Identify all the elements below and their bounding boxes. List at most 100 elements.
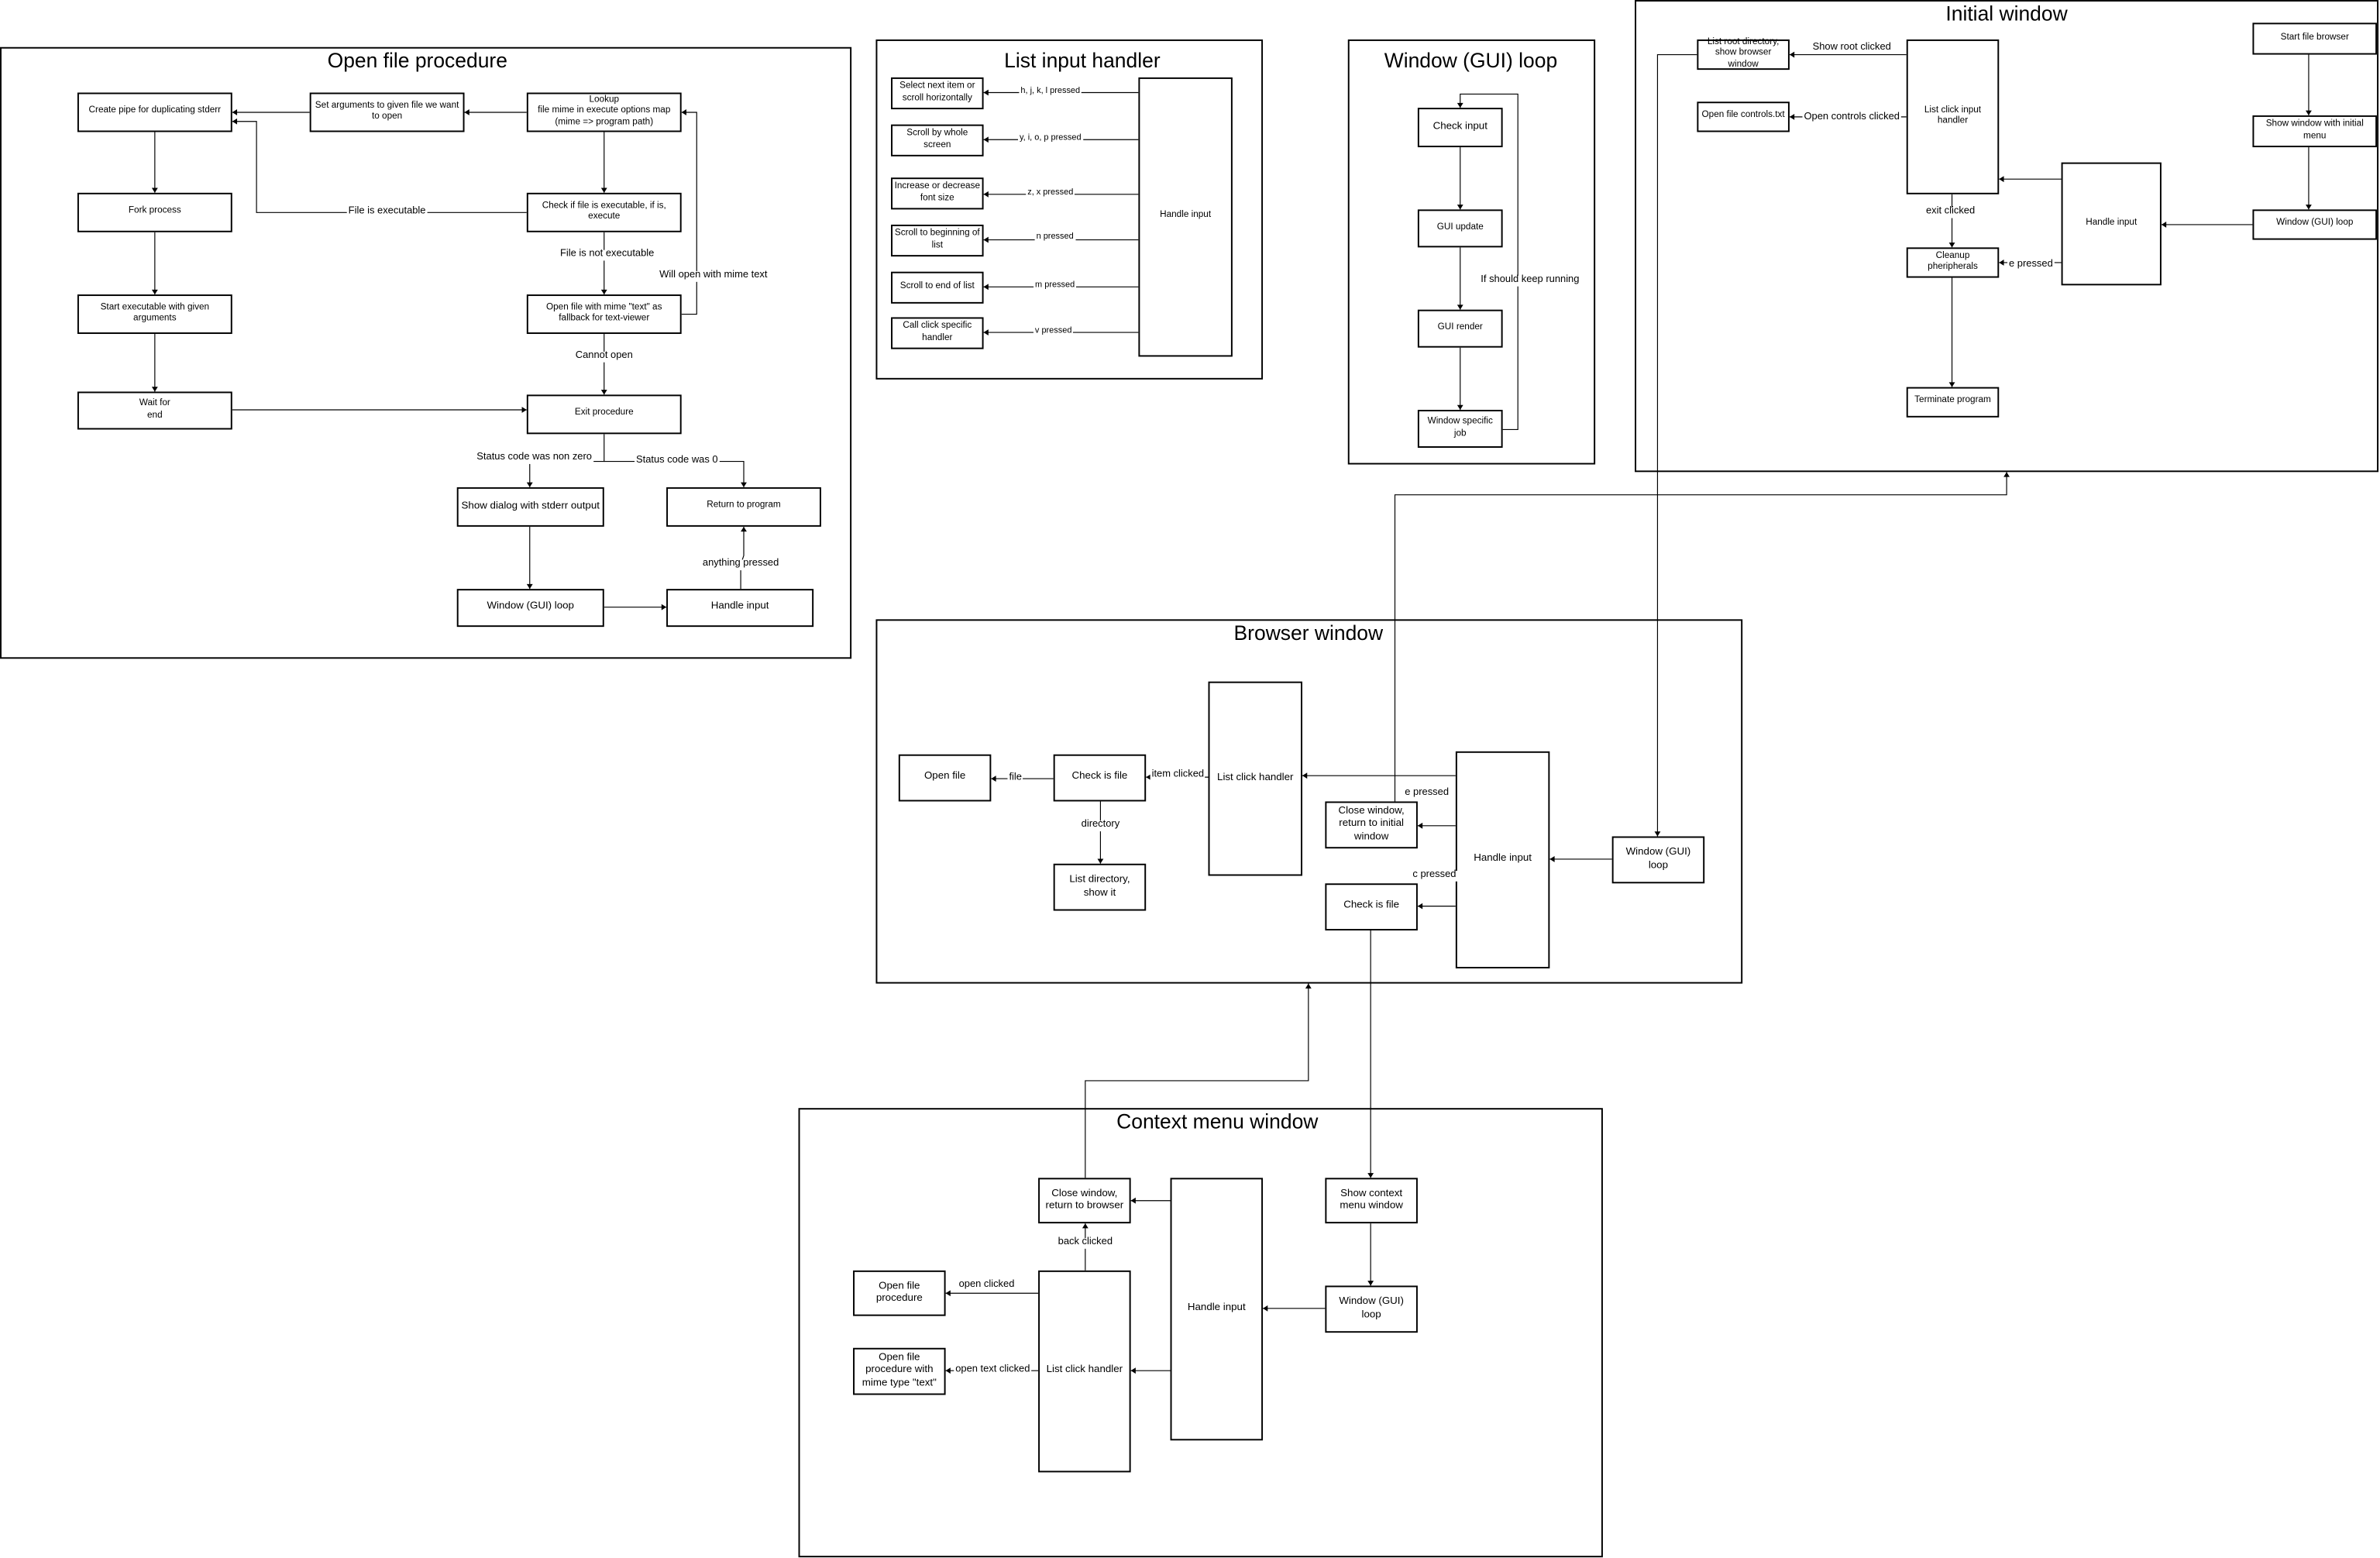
node-open-file-procedure-handle-input: Handle input: [666, 589, 814, 628]
arrowhead-icon: [983, 236, 989, 243]
arrowhead-icon: [521, 407, 527, 413]
arrowhead-icon: [2161, 222, 2167, 228]
edge-label: File is not executable: [559, 248, 656, 260]
node-open-file-procedure-create-pipe: Create pipe for duplicating stderr: [77, 92, 232, 132]
node-open-file-procedure-return: Return to program: [666, 487, 821, 527]
arrowhead-icon: [232, 118, 238, 125]
edge-label: File is executable: [346, 205, 428, 218]
connector-line: [681, 112, 697, 315]
arrowhead-icon: [1302, 772, 1308, 779]
node-initial-window-list-click-handler: List click input handler: [1906, 39, 2000, 194]
edge-label: directory: [1079, 819, 1122, 831]
arrowhead-icon: [1999, 260, 2004, 266]
node-context-menu-window-list-click-handler: List click handler: [1038, 1270, 1131, 1473]
connector-line: [1656, 53, 1697, 837]
frame-title: Initial window: [1945, 2, 2068, 26]
arrowhead-icon: [1948, 382, 1955, 387]
node-open-file-procedure-lookup: Lookup file mime in execute options map …: [526, 92, 682, 132]
arrowhead-icon: [661, 604, 667, 610]
node-gui-loop-specific-job: Window specific job: [1417, 409, 1503, 448]
edge-label: Status code was 0: [635, 455, 720, 467]
edge-label: Will open with mime text: [658, 270, 769, 282]
frame-browser-window: [875, 619, 1743, 984]
node-browser-window-check-is-file-c: Check is file: [1325, 883, 1418, 930]
frame-title: Context menu window: [1116, 1110, 1319, 1133]
connector-line: [1460, 93, 1518, 431]
arrowhead-icon: [1417, 903, 1423, 910]
arrowhead-icon: [991, 776, 996, 782]
arrowhead-icon: [983, 329, 989, 335]
connector-line: [1085, 983, 1309, 1178]
node-open-file-procedure-exit: Exit procedure: [526, 394, 682, 435]
arrowhead-icon: [741, 526, 747, 532]
node-open-file-procedure-set-arguments: Set arguments to given file we want to o…: [309, 92, 465, 132]
arrowhead-icon: [151, 187, 158, 193]
edge-label: Show root clicked: [1811, 42, 1893, 54]
node-open-file-procedure-fork: Fork process: [77, 192, 232, 232]
node-open-file-procedure-check-executable: Check if file is executable, if is, exec…: [526, 192, 682, 232]
node-gui-loop-gui-update: GUI update: [1417, 209, 1503, 248]
arrowhead-icon: [1999, 176, 2004, 183]
node-list-input-handler-font-size: Increase or decrease font size: [891, 177, 984, 210]
edge-label: z, x pressed: [1026, 188, 1075, 199]
arrowhead-icon: [1417, 822, 1423, 829]
node-gui-loop-gui-render: GUI render: [1417, 309, 1503, 348]
node-list-input-handler-scroll-end: Scroll to end of list: [891, 271, 984, 304]
edge-label: If should keep running: [1479, 274, 1581, 286]
arrowhead-icon: [526, 583, 533, 590]
edge-label: n pressed: [1034, 232, 1075, 243]
arrowhead-icon: [1457, 404, 1463, 410]
edge-label: item clicked: [1150, 769, 1206, 781]
arrowhead-icon: [1789, 51, 1795, 58]
node-open-file-procedure-open-fallback: Open file with mime "text" as fallback f…: [526, 294, 682, 335]
frame-title: Browser window: [1233, 621, 1384, 645]
arrowhead-icon: [945, 1367, 951, 1374]
edge-label: back clicked: [1056, 1236, 1114, 1249]
arrowhead-icon: [1082, 1223, 1089, 1229]
arrowhead-icon: [600, 187, 607, 193]
node-browser-window-list-click-handler: List click handler: [1208, 681, 1302, 876]
node-browser-window-check-is-file: Check is file: [1053, 754, 1147, 802]
arrowhead-icon: [1367, 1281, 1374, 1286]
edge-label: file: [1007, 772, 1023, 784]
edge-label: v pressed: [1033, 326, 1074, 337]
arrowhead-icon: [983, 89, 989, 96]
arrowhead-icon: [2003, 472, 2010, 477]
node-context-menu-window-show-context: Show context menu window: [1325, 1178, 1418, 1224]
node-open-file-procedure-wait: Wait for end: [77, 391, 232, 430]
node-context-menu-window-gui-loop: Window (GUI) loop: [1325, 1285, 1418, 1333]
node-initial-window-cleanup: Cleanup pheripherals: [1906, 247, 2000, 278]
node-browser-window-list-directory: List directory, show it: [1053, 863, 1147, 911]
node-list-input-handler-scroll-screen: Scroll by whole screen: [891, 124, 984, 156]
arrowhead-icon: [945, 1290, 951, 1297]
arrowhead-icon: [741, 482, 747, 487]
node-list-input-handler-scroll-begin: Scroll to beginning of list: [891, 224, 984, 257]
arrowhead-icon: [1097, 858, 1104, 864]
edge-label: c pressed: [1411, 869, 1458, 881]
arrowhead-icon: [1367, 1173, 1374, 1178]
arrowhead-icon: [1948, 242, 1955, 248]
node-context-menu-window-handle-input: Handle input: [1170, 1178, 1264, 1441]
node-browser-window-open-file: Open file: [898, 754, 992, 802]
node-gui-loop-check-input: Check input: [1417, 108, 1503, 148]
edge-label: open clicked: [957, 1279, 1016, 1291]
edge-label: y, i, o, p pressed: [1017, 133, 1083, 144]
edge-label: e pressed: [1403, 787, 1450, 800]
arrowhead-icon: [232, 109, 238, 115]
arrowhead-icon: [983, 191, 989, 198]
arrowhead-icon: [1457, 205, 1463, 210]
node-open-file-procedure-start-executable: Start executable with given arguments: [77, 294, 232, 335]
arrowhead-icon: [2306, 110, 2312, 115]
arrowhead-icon: [2306, 205, 2312, 210]
node-list-input-handler-handle-input: Handle input: [1138, 77, 1233, 357]
node-open-file-procedure-gui-loop: Window (GUI) loop: [456, 589, 604, 628]
node-context-menu-window-open-file: Open file procedure: [853, 1270, 946, 1316]
node-browser-window-close-window: Close window, return to initial window: [1325, 801, 1418, 849]
arrowhead-icon: [151, 387, 158, 392]
node-context-menu-window-close-window: Close window, return to browser: [1038, 1178, 1131, 1224]
arrowhead-icon: [464, 109, 469, 115]
node-initial-window-list-root: List root directory, show browser window: [1697, 38, 1790, 71]
arrowhead-icon: [600, 289, 607, 295]
